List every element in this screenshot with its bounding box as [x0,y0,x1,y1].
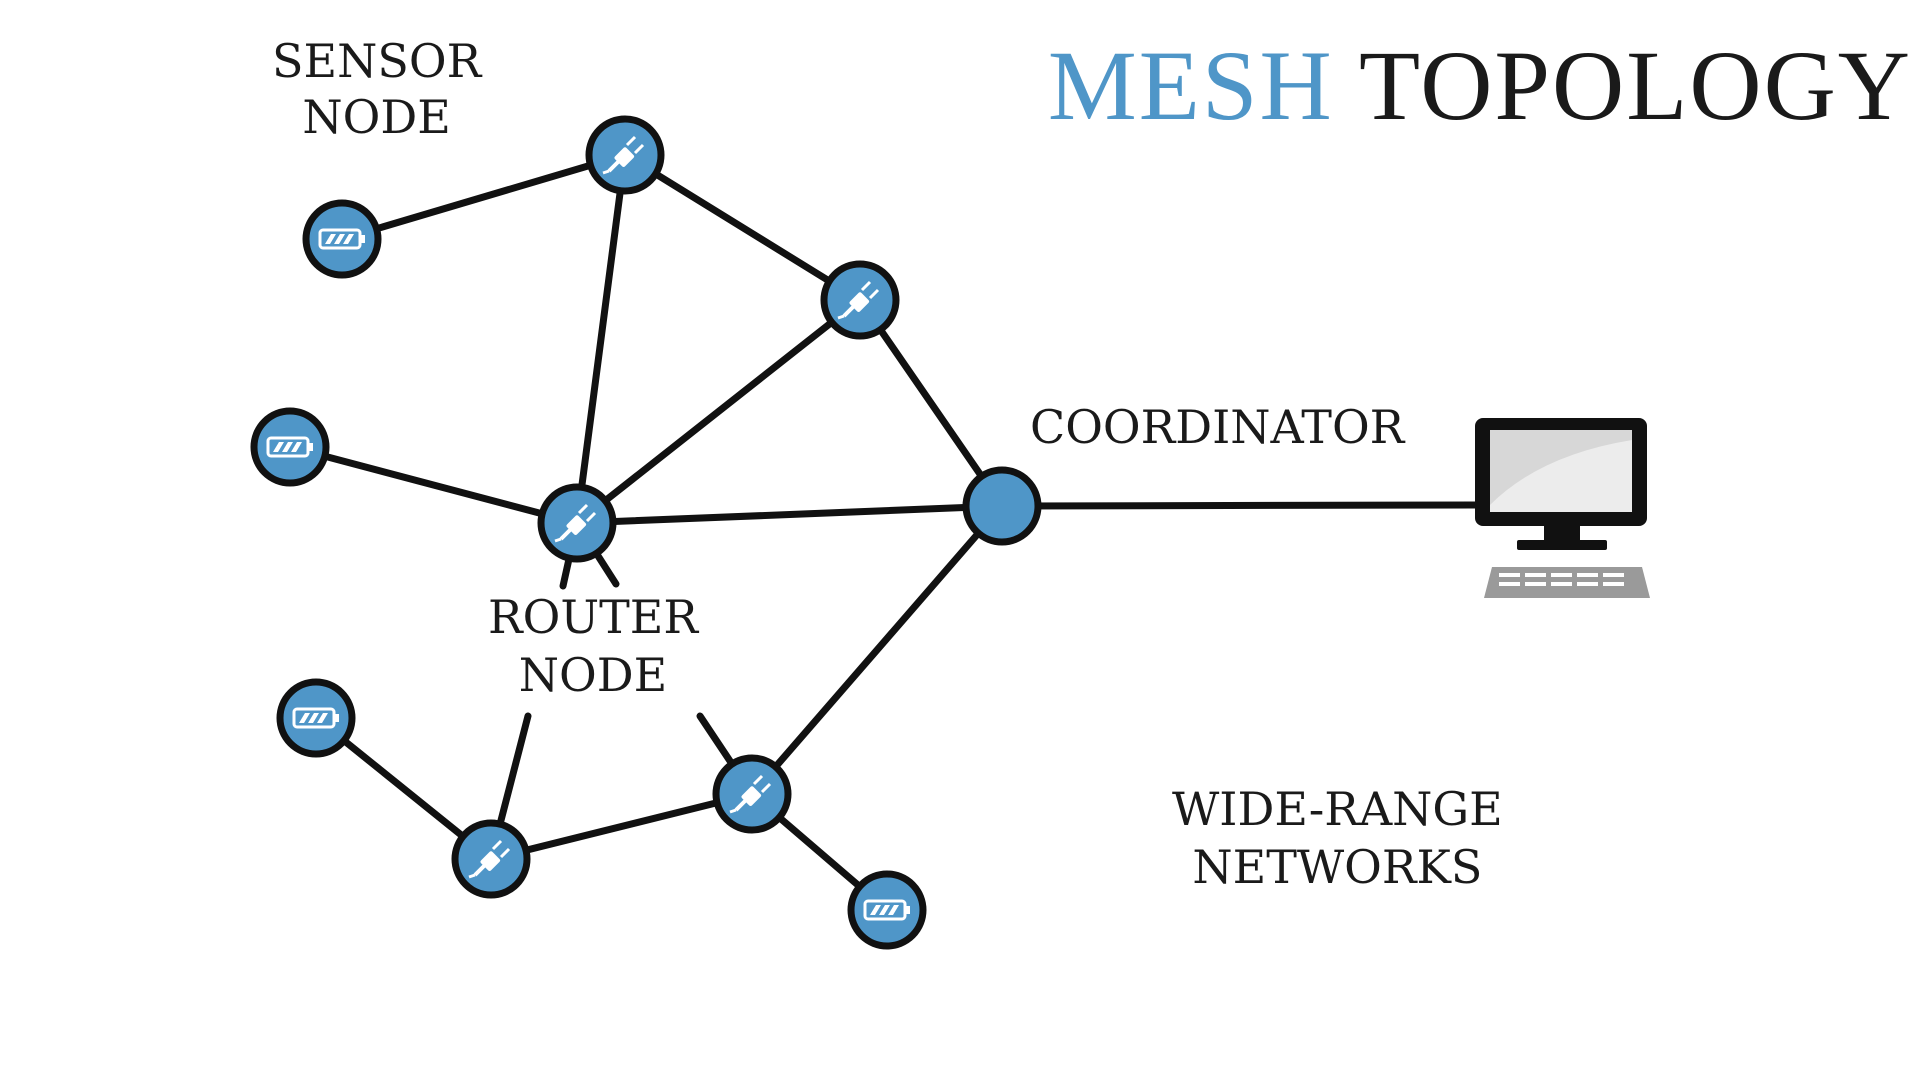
title-rest: TOPOLOGY [1358,30,1912,141]
link-coordinator-router4 [748,502,1006,798]
title-accent: MESH [1047,30,1334,141]
diagram-title: MESH TOPOLOGY [1048,28,1912,143]
router-node-bottom-right [712,754,792,834]
link-sensor1-router1 [338,151,629,243]
sensor-node-label: SENSOR NODE [272,38,481,140]
coordinator-node [962,466,1042,546]
link-routercenter-coordinator [573,502,1006,527]
sensor-node-2 [250,407,330,487]
router-node-center [537,483,617,563]
computer-icon [1475,418,1650,598]
link-router3-router4 [487,790,756,863]
sensor-node-label-line1: SENSOR [272,34,482,88]
link-coordinator-computer [998,501,1479,510]
link-router1-routercenter [573,151,629,527]
router-node-label: ROUTER NODE [488,594,698,698]
wide-range-label-line1: WIDE-RANGE [1172,782,1503,836]
router-node-top [585,115,665,195]
router-node-label-line2: NODE [518,648,668,702]
router-node-bottom-left [451,819,531,899]
link-sensor2-routercenter [286,443,581,527]
sensor-node-label-line2: NODE [302,90,451,144]
sensor-node-3 [276,678,356,758]
router-node-right [820,260,900,340]
link-router2-coordinator [856,296,1006,510]
coordinator-label: COORDINATOR [1030,400,1405,454]
router-node-label-line1: ROUTER [488,590,699,644]
sensor-node-1 [302,199,382,279]
wide-range-label: WIDE-RANGE NETWORKS [1172,786,1503,890]
wide-range-label-line2: NETWORKS [1192,840,1483,894]
link-router2-routercenter [573,296,864,527]
sensor-node-4 [847,870,927,950]
link-router1-router2 [621,151,864,304]
